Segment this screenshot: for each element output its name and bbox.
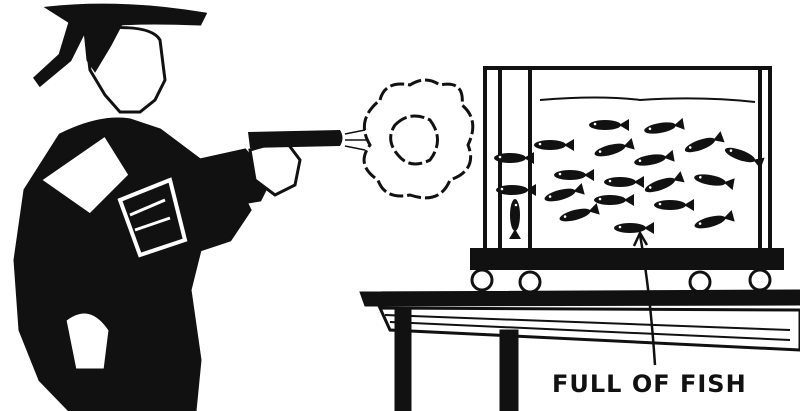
fish-school xyxy=(494,117,765,239)
fish xyxy=(634,149,675,166)
fish xyxy=(724,147,765,169)
fish xyxy=(509,199,521,239)
smoke-cloud xyxy=(362,78,475,200)
caption-full-of-fish: FULL OF FISH xyxy=(552,370,747,398)
fish xyxy=(654,199,694,211)
fish xyxy=(644,117,685,134)
sailor-hat xyxy=(33,3,208,88)
fish xyxy=(554,169,594,181)
aquarium-wheels xyxy=(470,268,772,294)
fish xyxy=(614,222,654,234)
fish xyxy=(534,139,574,151)
fish xyxy=(594,137,635,157)
fish xyxy=(559,202,600,222)
fish xyxy=(589,119,629,131)
fish xyxy=(684,131,725,153)
fish xyxy=(496,184,536,196)
fish xyxy=(604,176,644,188)
sailor xyxy=(13,3,302,411)
table xyxy=(359,289,800,411)
fish xyxy=(644,171,685,193)
pointer-arrow xyxy=(638,234,657,366)
fish xyxy=(694,209,735,229)
pistol xyxy=(248,129,368,151)
fish xyxy=(494,152,534,164)
fish xyxy=(544,182,585,202)
fish xyxy=(594,194,634,206)
fish xyxy=(694,174,735,191)
